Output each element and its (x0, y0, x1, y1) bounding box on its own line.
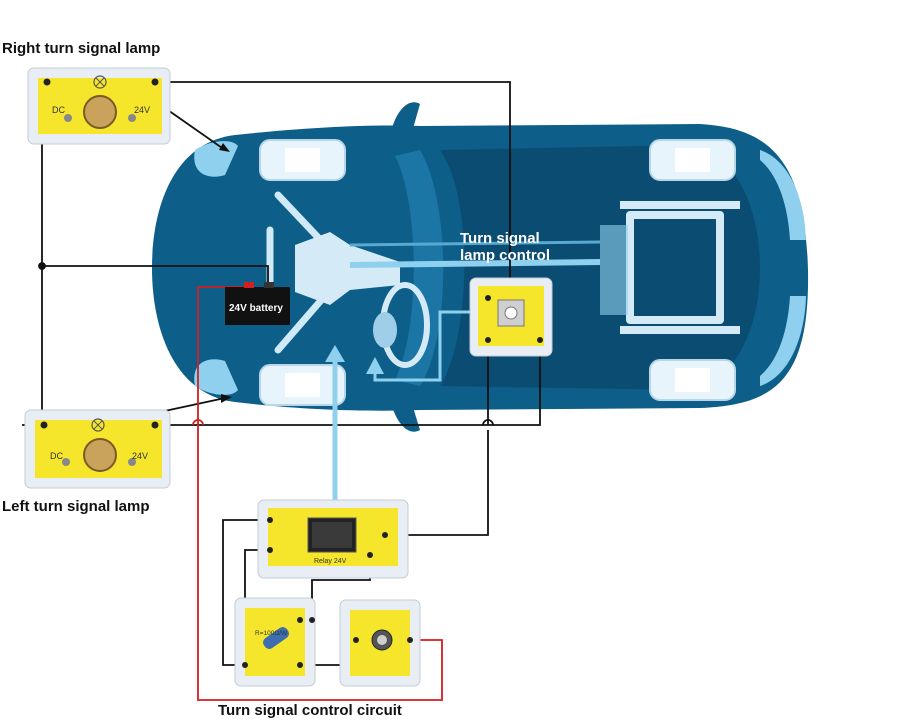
rear-right-wheel (649, 359, 736, 401)
lamp-control-label-line2: lamp control (460, 247, 551, 264)
control-arrows (325, 310, 478, 500)
right-lamp-dc: DC (52, 105, 65, 115)
red-wire (192, 286, 443, 701)
left-lamp-dc: DC (50, 451, 63, 461)
resistor-module (234, 597, 316, 687)
front-right-wheel (259, 364, 346, 406)
lamp-control-label: Turn signal lamp control (460, 230, 550, 264)
relay-label: Relay 24V (314, 558, 347, 565)
left-lamp-module (24, 409, 171, 489)
battery (225, 282, 290, 325)
lamp-control-label-line1: Turn signal (460, 230, 540, 247)
battery-label: 24V battery (229, 303, 283, 314)
lamp-control-module (469, 277, 553, 357)
right-lamp-module (27, 67, 171, 145)
rear-left-wheel (649, 139, 736, 181)
front-left-wheel (259, 139, 346, 181)
left-lamp-label: Left turn signal lamp (2, 498, 150, 515)
resistor-label: R=100Ω/W (255, 630, 288, 637)
capacitor-module (339, 599, 421, 687)
right-lamp-label: Right turn signal lamp (2, 40, 161, 57)
left-lamp-24v: 24V (132, 451, 148, 461)
control-circuit-label: Turn signal control circuit (218, 702, 402, 719)
right-lamp-24v: 24V (134, 105, 150, 115)
relay-module (257, 499, 409, 579)
